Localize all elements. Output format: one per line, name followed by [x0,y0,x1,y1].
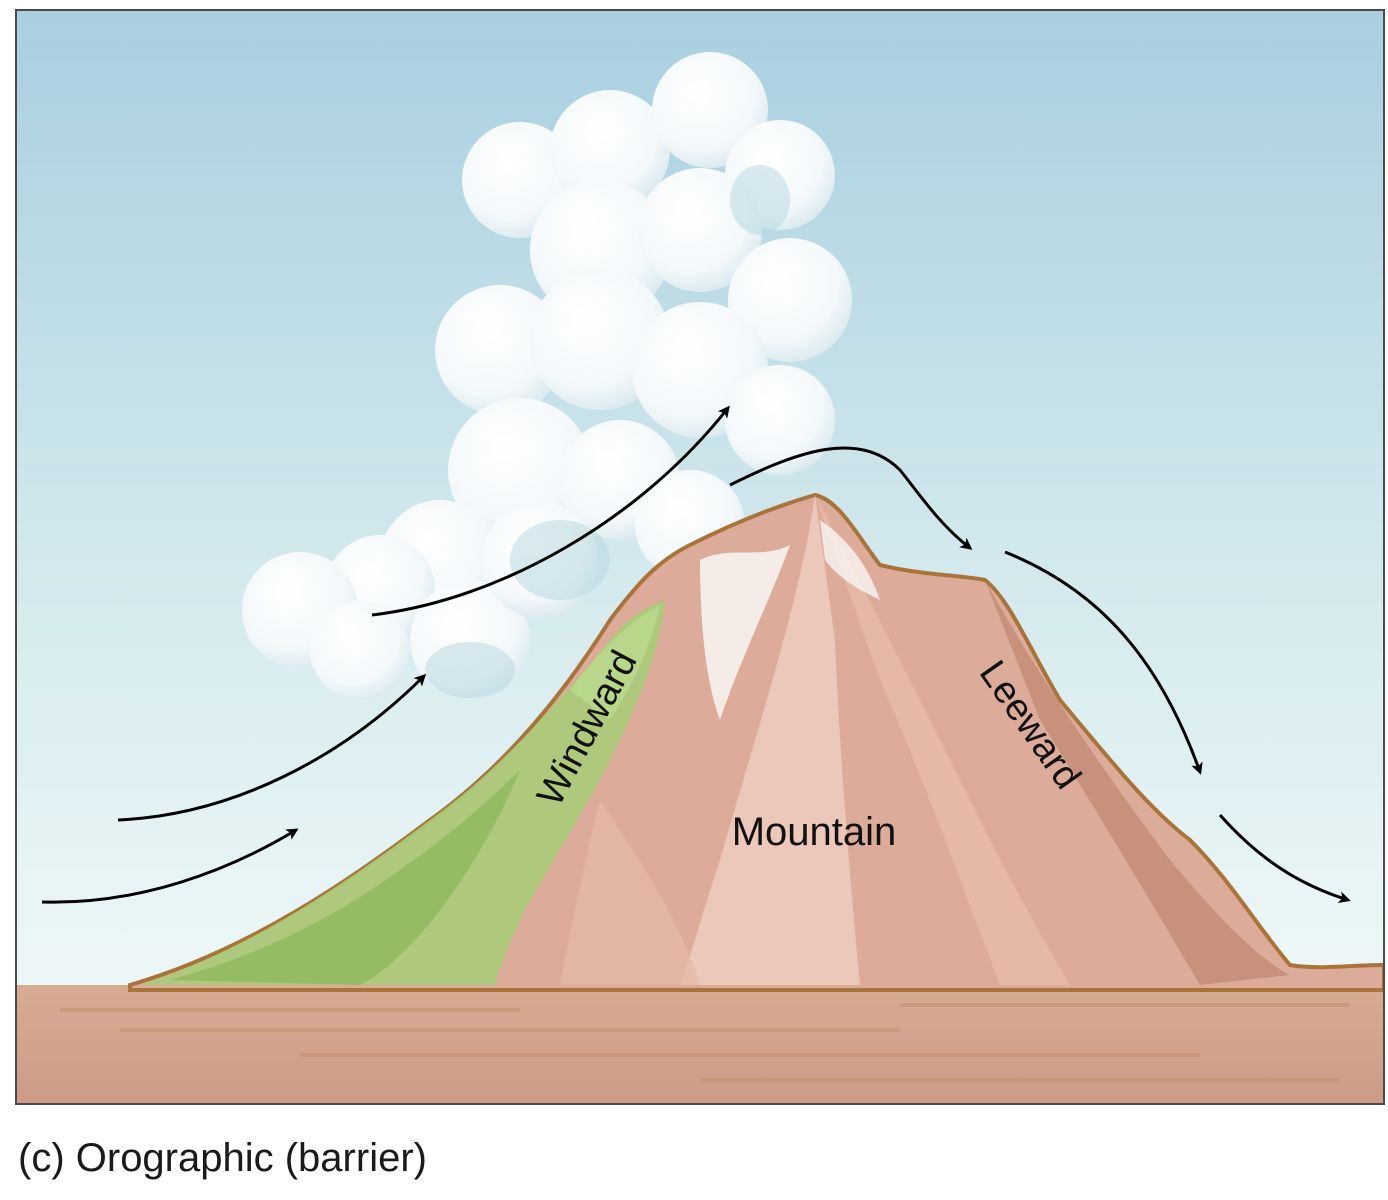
cloud-icon [242,52,852,700]
figure-frame [15,9,1385,1105]
mountain-facets [560,495,1290,985]
airflow-arrows [41,405,1351,904]
arrow-curve-icon [1004,550,1203,775]
vegetation [140,600,665,985]
arrow-curve-icon [729,446,973,550]
mountain-label: Mountain [732,810,897,854]
arrow-curve-icon [117,673,427,822]
arrow-curve-icon [1218,814,1351,904]
arrow-curve-icon [41,828,299,904]
ground-texture [60,1003,1350,1082]
figure-caption: (c) Orographic (barrier) [18,1136,427,1180]
arrow-curve-icon [371,405,730,617]
ground [16,985,1384,1104]
cloud-shadow [425,165,790,698]
